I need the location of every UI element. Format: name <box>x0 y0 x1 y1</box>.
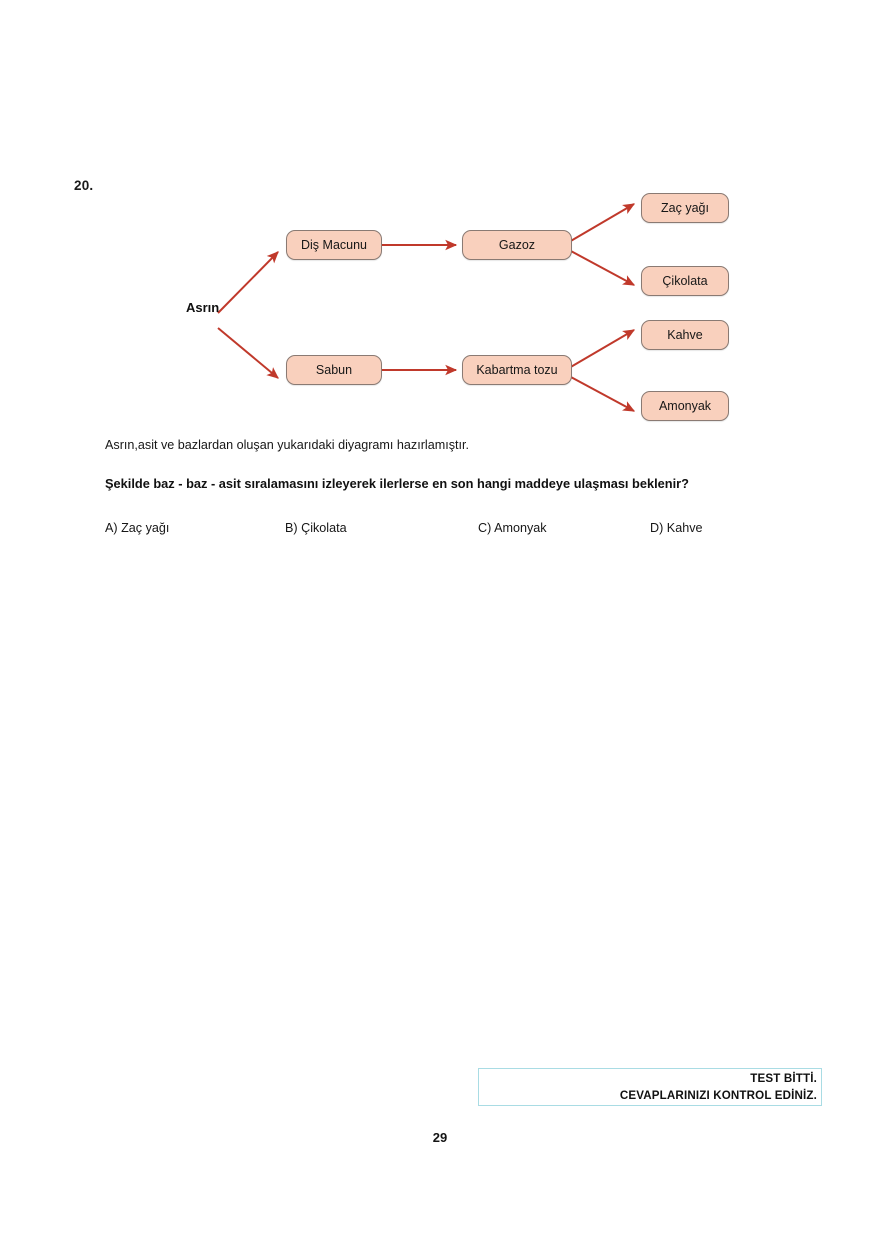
diagram-node-kahve: Kahve <box>641 320 729 350</box>
test-finished-notice: TEST BİTTİ. CEVAPLARINIZI KONTROL EDİNİZ… <box>478 1068 822 1106</box>
arrow-asrin-to-sabun <box>217 327 279 379</box>
option-c[interactable]: C) Amonyak <box>478 521 547 535</box>
notice-line-2: CEVAPLARINIZI KONTROL EDİNİZ. <box>619 1089 817 1102</box>
arrow-asrin-to-dis-macunu <box>217 251 279 314</box>
acid-base-flow-diagram: Asrın Diş Macunu Sabun Gazoz Kabartma to… <box>120 180 820 430</box>
notice-line-1: TEST BİTTİ. <box>750 1072 817 1086</box>
question-description: Asrın,asit ve bazlardan oluşan yukarıdak… <box>105 438 469 452</box>
question-prompt: Şekilde baz - baz - asit sıralamasını iz… <box>105 476 689 491</box>
option-b[interactable]: B) Çikolata <box>285 521 347 535</box>
arrow-gazoz-to-zac-yagi <box>568 203 636 243</box>
diagram-node-amonyak: Amonyak <box>641 391 729 421</box>
diagram-node-gazoz: Gazoz <box>462 230 572 260</box>
arrow-kabartma-tozu-to-kahve <box>568 329 636 369</box>
arrow-kabartma-tozu-to-amonyak <box>568 375 636 412</box>
question-number: 20. <box>74 178 94 193</box>
diagram-node-dis-macunu: Diş Macunu <box>286 230 382 260</box>
diagram-node-cikolata: Çikolata <box>641 266 729 296</box>
diagram-node-sabun: Sabun <box>286 355 382 385</box>
option-a[interactable]: A) Zaç yağı <box>105 521 170 535</box>
diagram-arrows-layer <box>217 203 636 412</box>
diagram-node-kabartma-tozu: Kabartma tozu <box>462 355 572 385</box>
arrow-gazoz-to-cikolata <box>568 249 636 286</box>
page-number: 29 <box>432 1130 448 1145</box>
option-d[interactable]: D) Kahve <box>650 521 703 535</box>
diagram-node-zac-yagi: Zaç yağı <box>641 193 729 223</box>
diagram-root-label: Asrın <box>186 300 220 315</box>
